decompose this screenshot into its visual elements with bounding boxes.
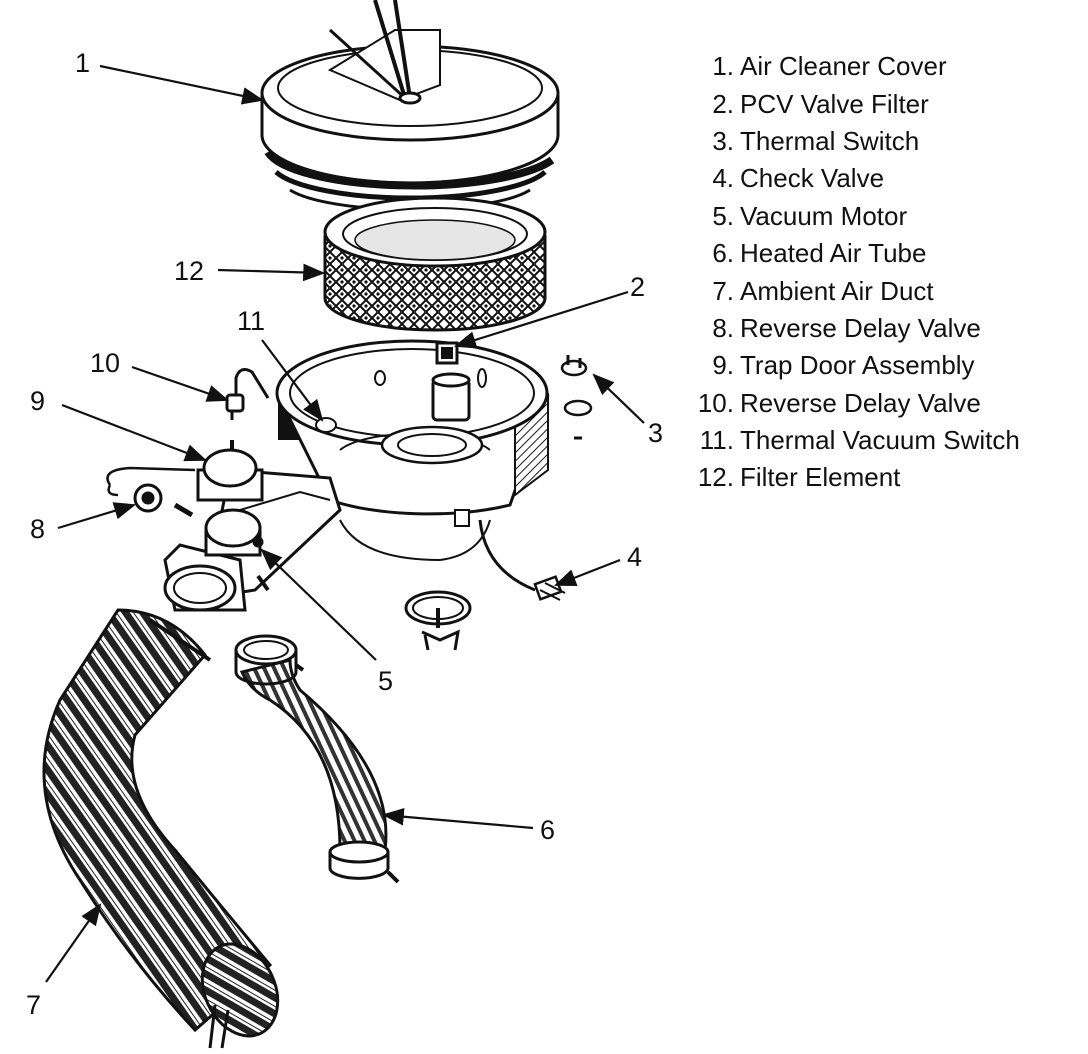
legend-item: 8.Reverse Delay Valve xyxy=(676,310,1020,347)
reverse-delay-valve-upper xyxy=(225,368,270,420)
legend-label: Trap Door Assembly xyxy=(740,350,975,381)
leader-3 xyxy=(592,373,645,424)
legend-number: 12. xyxy=(697,462,734,493)
legend-label: Reverse Delay Valve xyxy=(740,312,981,343)
callout-11: 11 xyxy=(237,306,266,336)
legend-item: 7.Ambient Air Duct xyxy=(676,272,1020,309)
callout-7: 7 xyxy=(26,990,42,1020)
leader-2 xyxy=(453,290,629,349)
legend-item: 9.Trap Door Assembly xyxy=(676,347,1020,384)
leader-7 xyxy=(45,903,102,983)
legend-label: Thermal Vacuum Switch xyxy=(740,425,1020,456)
legend-number: 8. xyxy=(712,312,734,343)
vacuum-motor xyxy=(204,508,264,557)
heated-air-tube xyxy=(234,634,400,884)
legend-number: 6. xyxy=(712,238,734,269)
callout-1: 1 xyxy=(75,48,91,78)
legend-number: 11. xyxy=(699,425,734,456)
legend-item: 1.Air Cleaner Cover xyxy=(676,48,1020,85)
legend-label: Heated Air Tube xyxy=(740,238,927,269)
legend-number: 7. xyxy=(712,275,734,306)
leader-1 xyxy=(99,64,265,105)
legend-number: 2. xyxy=(712,88,734,119)
legend-number: 10. xyxy=(697,387,734,418)
leader-lines xyxy=(45,64,645,983)
legend-item: 10.Reverse Delay Valve xyxy=(676,385,1020,422)
leader-6 xyxy=(381,807,534,830)
legend-item: 11.Thermal Vacuum Switch xyxy=(676,422,1020,459)
leader-11 xyxy=(261,339,324,422)
leader-4 xyxy=(553,558,621,587)
check-valve xyxy=(478,519,566,601)
legend-item: 6.Heated Air Tube xyxy=(676,235,1020,272)
clamp-ring xyxy=(404,590,472,651)
legend-item: 5.Vacuum Motor xyxy=(676,198,1020,235)
filter-element xyxy=(323,196,547,332)
legend-label: Reverse Delay Valve xyxy=(740,387,981,418)
leader-10 xyxy=(131,365,230,402)
callout-12: 12 xyxy=(174,256,205,286)
callout-2: 2 xyxy=(630,272,646,302)
air-inlet-snorkel xyxy=(163,468,342,612)
legend-label: Check Valve xyxy=(740,163,885,194)
callout-8: 8 xyxy=(30,514,46,544)
air-cleaner-base xyxy=(275,339,550,562)
legend-label: Ambient Air Duct xyxy=(740,275,934,306)
legend-item: 4.Check Valve xyxy=(676,160,1020,197)
leader-9 xyxy=(61,403,208,462)
legend-number: 1. xyxy=(712,51,734,82)
callout-10: 10 xyxy=(90,348,121,378)
leader-5 xyxy=(260,548,377,661)
air-cleaner-cover xyxy=(260,0,560,212)
reverse-delay-valve-lower xyxy=(106,466,196,518)
leader-8 xyxy=(57,502,137,530)
callout-9: 9 xyxy=(30,386,46,416)
legend-number: 5. xyxy=(712,200,734,231)
legend-label: PCV Valve Filter xyxy=(740,88,929,119)
legend-item: 3.Thermal Switch xyxy=(676,123,1020,160)
callout-4: 4 xyxy=(627,542,643,572)
leader-12 xyxy=(217,263,326,282)
legend-label: Thermal Switch xyxy=(740,125,920,156)
callout-3: 3 xyxy=(648,418,664,448)
legend-label: Air Cleaner Cover xyxy=(740,51,947,82)
legend-label: Filter Element xyxy=(740,462,901,493)
ambient-air-duct xyxy=(42,608,280,1049)
legend-number: 4. xyxy=(712,163,734,194)
callout-6: 6 xyxy=(540,815,556,845)
legend-item: 2.PCV Valve Filter xyxy=(676,85,1020,122)
legend-item: 12.Filter Element xyxy=(676,459,1020,496)
trap-door-assembly xyxy=(196,440,264,502)
legend-label: Vacuum Motor xyxy=(740,200,908,231)
callout-5: 5 xyxy=(378,666,394,696)
legend-number: 3. xyxy=(712,125,734,156)
thermal-switch xyxy=(560,355,593,440)
legend-number: 9. xyxy=(712,350,734,381)
parts-legend: 1.Air Cleaner Cover 2.PCV Valve Filter 3… xyxy=(676,48,1020,497)
